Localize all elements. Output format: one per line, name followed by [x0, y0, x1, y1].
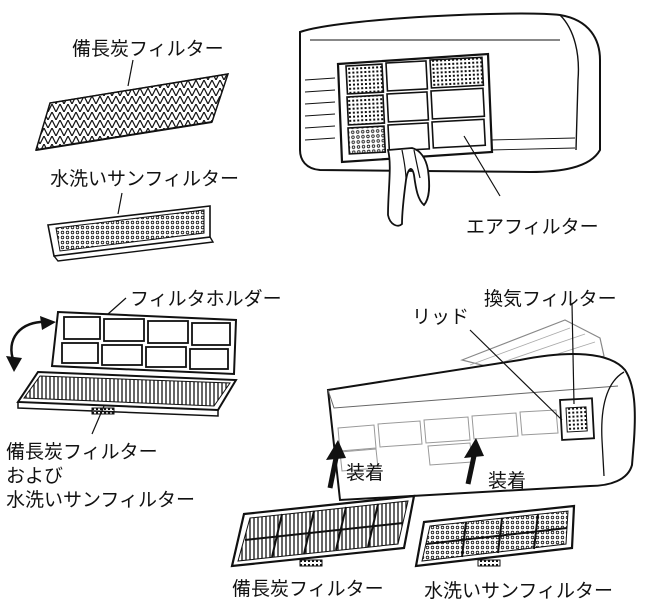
combined-filter-label: 備長炭フィルター および 水洗いサンフィルター: [6, 440, 195, 512]
washable-sun-filter-bottom-illustration: [414, 504, 576, 568]
attach-left-label: 装着: [346, 462, 385, 484]
binchotan-filter-top-illustration: [34, 73, 230, 151]
air-filter-leader: [463, 135, 501, 197]
washable-sun-filter-bottom-label: 水洗いサンフィルター: [424, 580, 614, 602]
indoor-unit-top-illustration: [299, 12, 601, 227]
lid-label: リッド: [412, 306, 470, 328]
binchotan-top-leader: [127, 59, 134, 87]
ventilation-filter-label: 換気フィルター: [484, 288, 617, 310]
washable-sun-filter-top-illustration: [47, 205, 215, 262]
washable-sun-filter-top-label: 水洗いサンフィルター: [50, 168, 240, 190]
binchotan-filter-bottom-illustration: [230, 494, 416, 568]
combined-filter-line-2: および: [6, 465, 64, 487]
air-filter-label: エアフィルター: [466, 216, 599, 238]
filter-holder-leader: [107, 297, 127, 315]
binchotan-filter-top-label: 備長炭フィルター: [72, 38, 224, 60]
combined-filter-line-1: 備長炭フィルター: [6, 441, 158, 463]
binchotan-filter-bottom-label: 備長炭フィルター: [232, 578, 384, 600]
lid-leader: [469, 329, 563, 421]
filter-holder-illustration: [6, 310, 238, 417]
combined-filter-line-3: 水洗いサンフィルター: [6, 489, 196, 511]
filter-holder-label: フィルタホルダー: [130, 288, 282, 310]
attach-right-label: 装着: [488, 470, 527, 492]
ventilation-filter-leader: [571, 303, 575, 405]
washable-sun-top-leader: [117, 192, 123, 215]
combined-filter-leader: [91, 405, 105, 435]
indoor-unit-bottom-illustration: [326, 319, 636, 502]
